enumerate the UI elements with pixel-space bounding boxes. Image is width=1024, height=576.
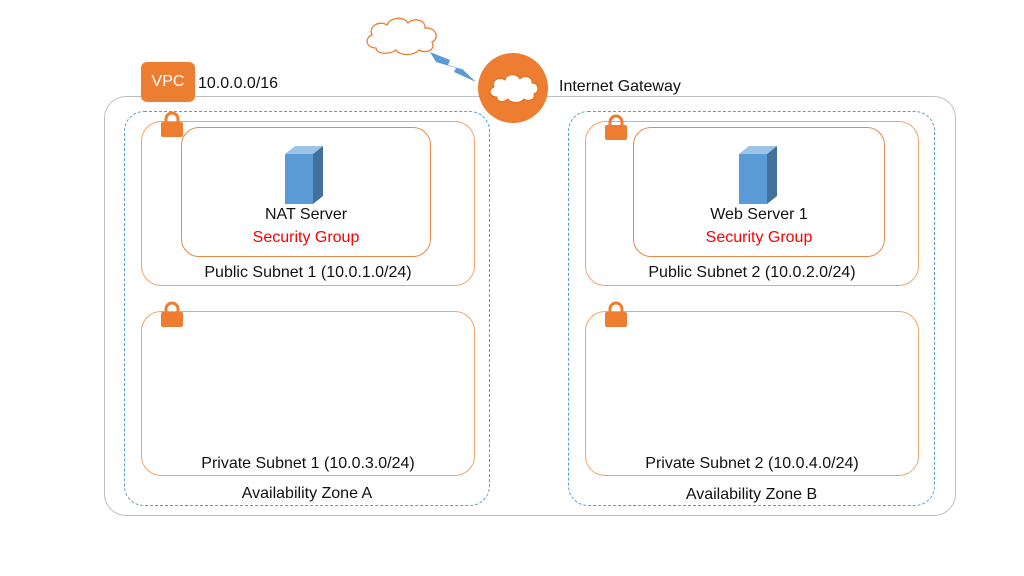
server-icon	[739, 146, 777, 204]
public-subnet-1-label: Public Subnet 1 (10.0.1.0/24)	[204, 264, 412, 281]
security-group-a	[181, 127, 431, 257]
private-subnet-1-label: Private Subnet 1 (10.0.3.0/24)	[201, 455, 415, 472]
public-subnet-2-label: Public Subnet 2 (10.0.2.0/24)	[648, 264, 856, 281]
vpc-tag: VPC	[141, 62, 195, 102]
internet-gateway-label: Internet Gateway	[559, 78, 681, 95]
availability-zone-a	[124, 111, 490, 506]
lock-icon	[605, 301, 627, 327]
web-server-1-label: Web Server 1	[710, 206, 808, 223]
lock-icon	[605, 114, 627, 140]
internet-gateway-icon	[478, 53, 548, 123]
public-subnet-2	[585, 121, 919, 286]
availability-zone-a-label: Availability Zone A	[241, 485, 373, 502]
cloud-icon	[366, 17, 437, 56]
vpc-cidr: 10.0.0.0/16	[198, 75, 279, 92]
lock-icon	[161, 301, 183, 327]
private-subnet-1	[141, 311, 475, 476]
vpc-tag-label: VPC	[151, 73, 185, 90]
private-subnet-2-label: Private Subnet 2 (10.0.4.0/24)	[645, 455, 859, 472]
lightning-icon	[430, 52, 476, 82]
security-group-b-label: Security Group	[705, 229, 813, 246]
server-icon	[285, 146, 323, 204]
lock-icon	[161, 111, 183, 137]
security-group-a-label: Security Group	[252, 229, 360, 246]
public-subnet-1	[141, 121, 475, 286]
availability-zone-b-label: Availability Zone B	[685, 486, 818, 503]
nat-server-label: NAT Server	[264, 206, 348, 223]
availability-zone-b	[568, 111, 935, 506]
private-subnet-2	[585, 311, 919, 476]
security-group-b	[633, 127, 885, 257]
